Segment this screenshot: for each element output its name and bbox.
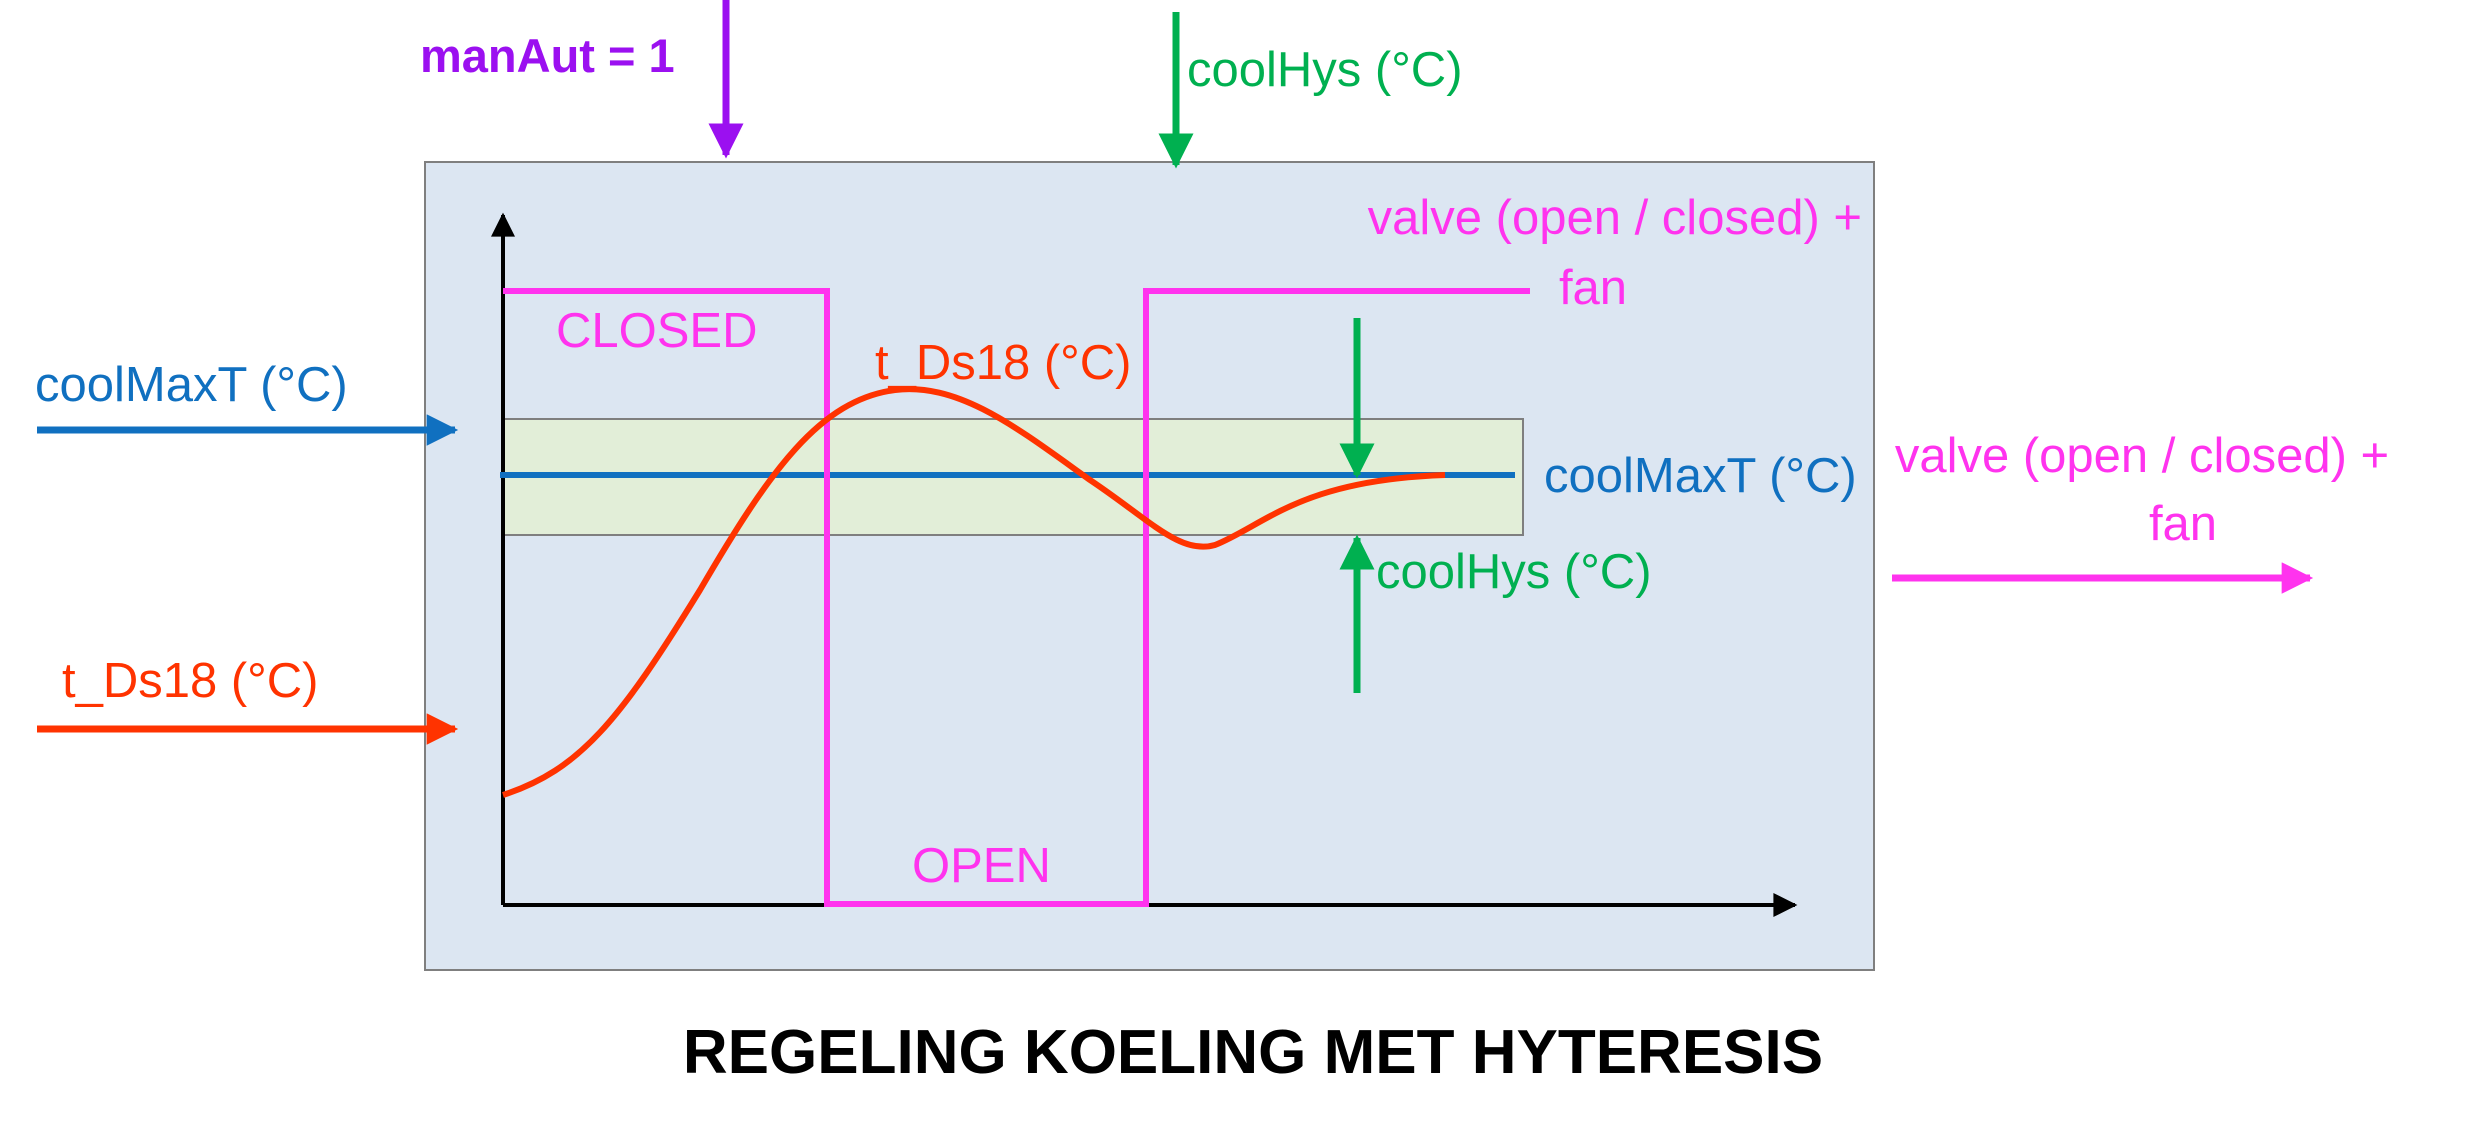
valve-inner-label-line2: fan	[1559, 261, 1627, 315]
state-closed-label: CLOSED	[556, 304, 758, 358]
curve-label: t_Ds18 (°C)	[875, 336, 1131, 390]
coolmaxt-input-label: coolMaxT (°C)	[35, 358, 348, 412]
coolhys-top-label: coolHys (°C)	[1187, 43, 1463, 97]
setpoint-label: coolMaxT (°C)	[1544, 449, 1857, 503]
temperature-curve	[502, 386, 1446, 798]
state-open-label: OPEN	[912, 839, 1051, 893]
t-ds18-input-label: t_Ds18 (°C)	[62, 654, 318, 708]
valve-output-label-line2: fan	[2149, 497, 2217, 551]
hys-label: coolHys (°C)	[1376, 545, 1652, 599]
valve-inner-label-line1: valve (open / closed) +	[1368, 191, 1862, 245]
manaut-label: manAut = 1	[420, 29, 675, 82]
valve-state-line	[503, 288, 1530, 907]
valve-output-label-line1: valve (open / closed) +	[1895, 429, 2389, 483]
controller-panel	[424, 161, 1875, 971]
diagram-title: REGELING KOELING MET HYTERESIS	[683, 1018, 1823, 1087]
